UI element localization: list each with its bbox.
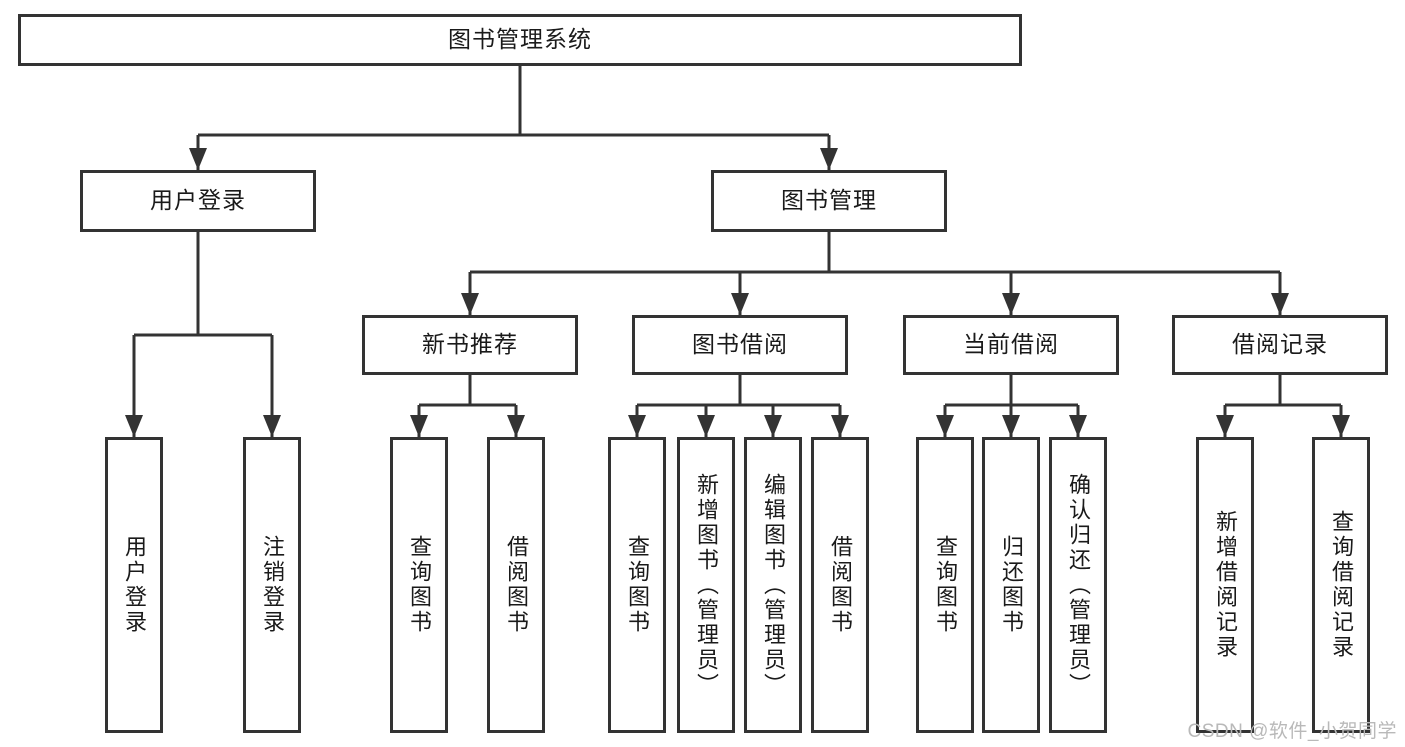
node-box-confirmret: 确认归还（管理员）	[1049, 437, 1107, 733]
arrow-head-queryrecord	[1332, 415, 1350, 437]
arrow-head-userlogout	[263, 415, 281, 437]
node-label-userlogout: 注销登录	[260, 535, 285, 635]
node-label-borrow: 图书借阅	[692, 331, 788, 358]
node-box-queryrecord: 查询借阅记录	[1312, 437, 1370, 733]
node-label-userlogin: 用户登录	[122, 535, 147, 635]
arrow-head-newrec	[461, 293, 479, 315]
node-label-querybook1: 查询图书	[407, 535, 432, 635]
arrow-head-addrecord	[1216, 415, 1234, 437]
node-label-borrowbook1: 借阅图书	[504, 535, 529, 635]
node-label-bookmgmt: 图书管理	[781, 187, 877, 214]
node-label-addbook: 新增图书（管理员）	[694, 472, 719, 698]
node-label-queryrecord: 查询借阅记录	[1329, 510, 1354, 660]
arrow-head-confirmret	[1069, 415, 1087, 437]
node-box-login: 用户登录	[80, 170, 316, 232]
node-box-userlogout: 注销登录	[243, 437, 301, 733]
node-box-borrowbook2: 借阅图书	[811, 437, 869, 733]
arrow-head-addbook	[697, 415, 715, 437]
arrow-head-borrowbook2	[831, 415, 849, 437]
node-label-records: 借阅记录	[1232, 331, 1328, 358]
arrow-head-login	[189, 148, 207, 170]
node-box-newrec: 新书推荐	[362, 315, 578, 375]
node-box-returnbook: 归还图书	[982, 437, 1040, 733]
node-label-root: 图书管理系统	[448, 26, 592, 53]
node-label-borrowbook2: 借阅图书	[828, 535, 853, 635]
node-label-confirmret: 确认归还（管理员）	[1066, 472, 1091, 698]
node-label-current: 当前借阅	[963, 331, 1059, 358]
node-label-querybook3: 查询图书	[933, 535, 958, 635]
node-label-querybook2: 查询图书	[625, 535, 650, 635]
arrow-head-returnbook	[1002, 415, 1020, 437]
node-label-editbook: 编辑图书（管理员）	[761, 472, 786, 698]
arrow-head-userlogin	[125, 415, 143, 437]
node-label-login: 用户登录	[150, 187, 246, 214]
node-box-querybook2: 查询图书	[608, 437, 666, 733]
watermark: CSDN @软件_小贺同学	[1187, 721, 1397, 742]
node-box-borrow: 图书借阅	[632, 315, 848, 375]
arrow-head-borrow	[731, 293, 749, 315]
node-box-querybook1: 查询图书	[390, 437, 448, 733]
node-box-current: 当前借阅	[903, 315, 1119, 375]
arrow-head-borrowbook1	[507, 415, 525, 437]
arrow-head-editbook	[764, 415, 782, 437]
node-box-bookmgmt: 图书管理	[711, 170, 947, 232]
arrow-head-records	[1271, 293, 1289, 315]
node-label-returnbook: 归还图书	[999, 535, 1024, 635]
arrow-head-querybook2	[628, 415, 646, 437]
node-box-records: 借阅记录	[1172, 315, 1388, 375]
node-label-newrec: 新书推荐	[422, 331, 518, 358]
node-label-addrecord: 新增借阅记录	[1213, 510, 1238, 660]
node-box-borrowbook1: 借阅图书	[487, 437, 545, 733]
node-box-addrecord: 新增借阅记录	[1196, 437, 1254, 733]
node-box-addbook: 新增图书（管理员）	[677, 437, 735, 733]
node-box-userlogin: 用户登录	[105, 437, 163, 733]
arrow-head-bookmgmt	[820, 148, 838, 170]
arrow-head-querybook1	[410, 415, 428, 437]
node-box-querybook3: 查询图书	[916, 437, 974, 733]
arrow-head-querybook3	[936, 415, 954, 437]
arrow-head-current	[1002, 293, 1020, 315]
node-box-editbook: 编辑图书（管理员）	[744, 437, 802, 733]
node-box-root: 图书管理系统	[18, 14, 1022, 66]
